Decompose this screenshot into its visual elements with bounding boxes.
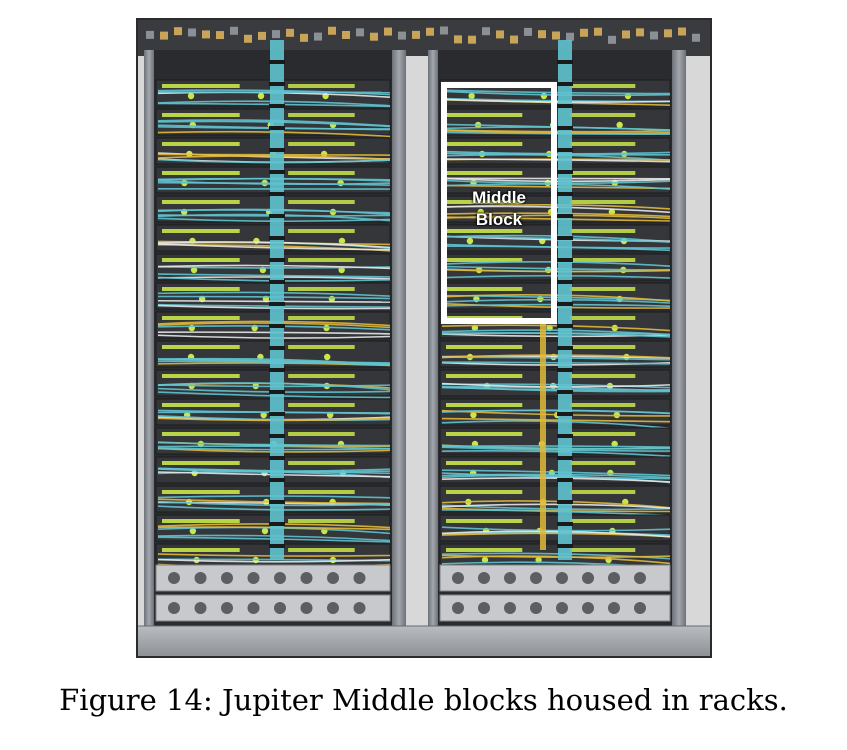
middle-block-callout-box [441, 82, 557, 324]
figure-image-frame: Middle Block [136, 18, 712, 658]
rack-post [392, 50, 406, 650]
yellow-cable-bundle [540, 320, 546, 550]
figure-caption: Figure 14: Jupiter Middle blocks housed … [59, 683, 788, 717]
rack-post [428, 50, 438, 650]
rack-post [672, 50, 686, 650]
rack-post [144, 50, 154, 650]
rack-base [138, 626, 710, 656]
middle-block-label-line1: Middle [472, 188, 526, 207]
middle-block-label-line2: Block [475, 210, 523, 229]
server-rack-photo [138, 20, 710, 656]
